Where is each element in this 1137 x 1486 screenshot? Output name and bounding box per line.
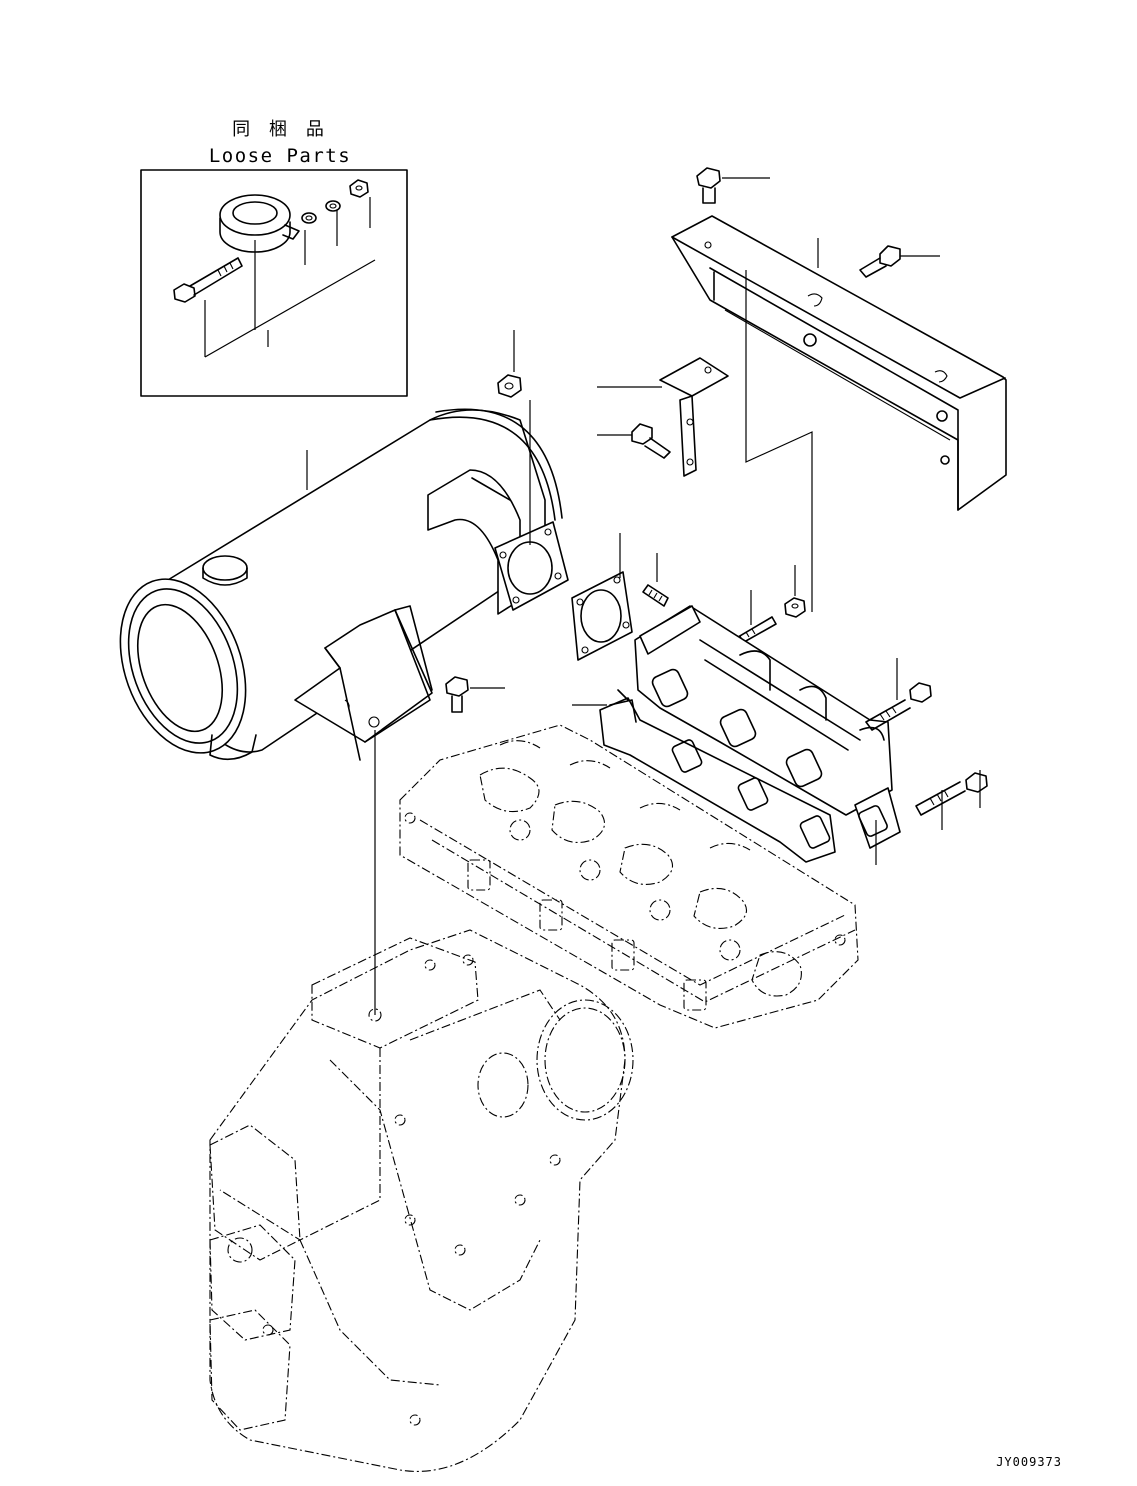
flange-bolt <box>445 676 505 713</box>
flange-bolt <box>696 167 770 204</box>
flange-bolt <box>732 590 777 647</box>
heat-shield-cover <box>671 215 1007 511</box>
manifold-gasket <box>572 689 836 863</box>
support-bracket <box>597 357 729 477</box>
muffler <box>119 408 569 1015</box>
flange-bolt <box>915 770 988 830</box>
flywheel-housing-reference <box>209 929 634 1472</box>
loose-parts-box <box>140 169 408 397</box>
hex-nut-loose <box>349 179 371 228</box>
loose-parts-title-en: Loose Parts <box>209 145 351 167</box>
flange-bolt <box>859 245 940 278</box>
lock-washer <box>301 212 317 265</box>
cylinder-head-reference <box>399 724 859 1029</box>
muffler-nut <box>497 330 531 545</box>
stud-bolt <box>642 553 669 607</box>
flange-bolt <box>865 682 932 731</box>
exhaust-manifold <box>634 605 901 865</box>
hex-bolt-loose <box>173 257 243 320</box>
drawing-id: JY009373 <box>996 1455 1062 1469</box>
hex-nut <box>784 565 806 618</box>
loose-parts-title-jp: 同 梱 品 <box>232 119 328 140</box>
flange-bolt <box>597 423 671 459</box>
pipe-clamp <box>219 194 300 330</box>
loose-parts-group: 同 梱 品 Loose Parts <box>140 119 408 397</box>
spring-washer <box>325 200 341 246</box>
muffler-gasket <box>571 533 633 661</box>
